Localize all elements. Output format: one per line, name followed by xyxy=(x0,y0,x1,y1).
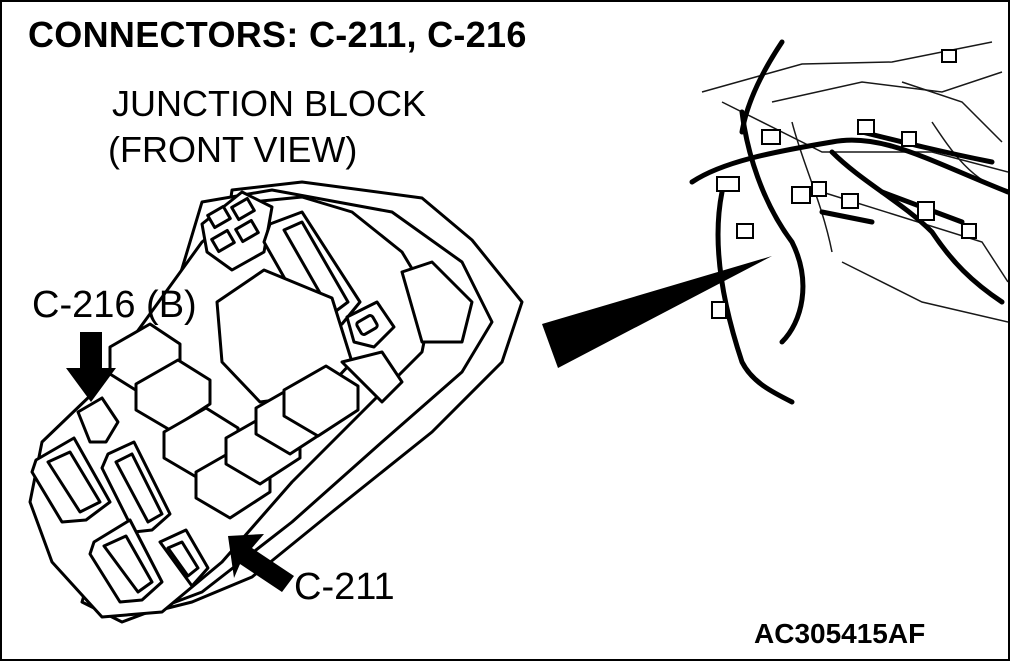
arrow-down-icon xyxy=(66,332,116,402)
page-title: CONNECTORS: C-211, C-216 xyxy=(28,14,527,55)
callout-c211: C-211 xyxy=(294,566,395,608)
arrow-up-left-icon xyxy=(228,534,294,592)
junction-block-label: JUNCTION BLOCK xyxy=(112,83,427,124)
pointer-wedge-icon xyxy=(542,256,772,368)
front-view-label: (FRONT VIEW) xyxy=(108,129,358,170)
figure-code: AC305415AF xyxy=(754,618,926,649)
callout-c216: C-216 (B) xyxy=(32,284,197,326)
